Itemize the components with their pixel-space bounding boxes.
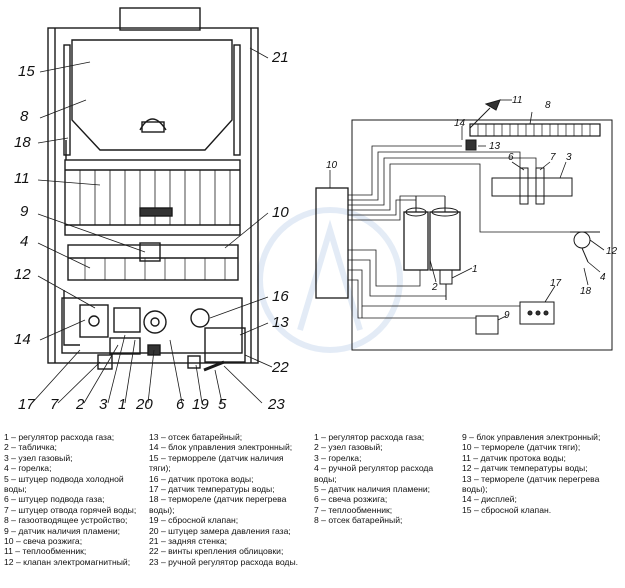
legend-item: 4 – горелка; (4, 463, 52, 474)
callout-r4: 4 (600, 272, 606, 283)
callout-8: 8 (20, 108, 29, 125)
legend-item: 16 – датчик протока воды; (149, 473, 254, 484)
callout-r3: 3 (566, 152, 572, 163)
callout-2: 2 (75, 396, 85, 413)
legend-item: 6 – штуцер подвода газа; (4, 494, 105, 505)
callout-10: 10 (272, 204, 289, 221)
watermark-logo (257, 207, 403, 353)
callout-r18: 18 (580, 286, 592, 297)
callout-19: 19 (192, 396, 209, 413)
callout-r12: 12 (606, 246, 618, 257)
legend-item: 11 – датчик протока воды; (462, 452, 566, 463)
callout-r11: 11 (512, 95, 522, 106)
legend-item: 8 – газоотводящее устройство; (4, 515, 128, 526)
legend-item: 5 – штуцер подвода холодной воды; (4, 473, 124, 495)
callout-4: 4 (20, 233, 28, 250)
legend-item: 11 – теплообменник; (4, 546, 87, 557)
legend-item: 14 – блок управления электронный; (149, 442, 293, 453)
callout-r6: 6 (508, 152, 514, 163)
callout-7: 7 (50, 396, 59, 413)
callout-r8: 8 (545, 100, 551, 111)
legend-left-column-1: 1 – регулятор расхода газа;2 – табличка;… (4, 432, 144, 567)
callout-3: 3 (99, 396, 108, 413)
callout-21: 21 (271, 49, 289, 66)
legend-item: 18 – термореле (датчик перегрева воды); (149, 494, 287, 515)
legend-item: 19 – сбросной клапан; (149, 515, 239, 526)
legend-item: 13 – отсек батарейный; (149, 432, 243, 442)
callout-14: 14 (14, 331, 31, 348)
legend-item: 6 – свеча розжига; (314, 494, 388, 505)
callout-r13: 13 (489, 141, 501, 152)
callout-1: 1 (118, 396, 126, 413)
callout-r7: 7 (550, 152, 556, 163)
legend-item: 1 – регулятор расхода газа; (314, 432, 425, 442)
callout-r14: 14 (454, 118, 466, 129)
legend-item: 22 – винты крепления облицовки; (149, 546, 284, 557)
right-callouts: 11 8 14 13 6 7 3 10 2 1 12 4 18 17 9 (326, 95, 618, 321)
legend-item: 23 – ручной регулятор расхода воды. (149, 556, 299, 567)
callout-15: 15 (18, 63, 35, 80)
wiring-schematic (315, 99, 613, 351)
legend-item: 3 – узел газовый; (4, 452, 73, 463)
legend-item: 9 – блок управления электронный; (462, 432, 601, 442)
callout-17: 17 (18, 396, 35, 413)
legend-right-column-1: 1 – регулятор расхода газа;2 – узел газо… (314, 432, 454, 526)
legend-item: 12 – датчик температуры воды; (462, 463, 588, 474)
callout-16: 16 (272, 288, 289, 305)
legend-item: 3 – горелка; (314, 452, 362, 463)
callout-r1: 1 (472, 264, 478, 275)
legend-item: 8 – отсек батарейный; (314, 515, 403, 526)
callout-12: 12 (14, 266, 31, 283)
legend-item: 1 – регулятор расхода газа; (4, 432, 115, 442)
legend-right-column-2: 9 – блок управления электронный;10 – тер… (462, 432, 620, 515)
legend-item: 7 – теплообменник; (314, 504, 393, 515)
legend-item: 15 – терморреле (датчик наличия тяги); (149, 452, 284, 474)
legend-item: 9 – датчик наличия пламени; (4, 525, 121, 536)
left-leader-lines (31, 47, 273, 404)
left-callouts: 15 8 18 11 9 4 12 14 17 7 2 3 1 20 6 19 … (14, 49, 289, 413)
heater-front-view (47, 7, 259, 372)
callout-6: 6 (176, 396, 185, 413)
callout-23: 23 (267, 396, 285, 413)
legend-item: 14 – дисплей; (462, 494, 517, 505)
technical-drawing: 15 8 18 11 9 4 12 14 17 7 2 3 1 20 6 19 … (14, 7, 618, 413)
legend-item: 21 – задняя стенка; (149, 536, 228, 547)
right-leader-lines (329, 99, 605, 321)
callout-18: 18 (14, 134, 31, 151)
callout-22: 22 (271, 359, 289, 376)
callout-5: 5 (218, 396, 227, 413)
legend-item: 7 – штуцер отвода горячей воды; (4, 504, 137, 515)
callout-20: 20 (135, 396, 153, 413)
callout-r9: 9 (504, 310, 510, 321)
legend-item: 5 – датчик наличия пламени; (314, 484, 431, 495)
legend-left-column-2: 13 – отсек батарейный;14 – блок управлен… (149, 432, 307, 567)
callout-13: 13 (272, 314, 289, 331)
legend-item: 4 – ручной регулятор расхода воды; (314, 463, 434, 484)
legend-item: 20 – штуцер замера давления газа; (149, 525, 291, 536)
legend-item: 2 – табличка; (4, 442, 57, 453)
legend-item: 10 – свеча розжига; (4, 536, 83, 547)
callout-r10: 10 (326, 160, 338, 171)
callout-11: 11 (14, 170, 30, 187)
legend-item: 2 – узел газовый; (314, 442, 383, 453)
callout-9: 9 (20, 203, 29, 220)
legend-item: 10 – термореле (датчик тяги); (462, 442, 581, 453)
callout-r17: 17 (550, 278, 562, 289)
legend-item: 15 – сбросной клапан. (462, 504, 552, 515)
legend-item: 12 – клапан электромагнитный; (4, 556, 131, 567)
legend-item: 13 – термореле (датчик перегрева воды); (462, 473, 600, 495)
legend-item: 17 – датчик температуры воды; (149, 484, 275, 495)
callout-r2: 2 (431, 282, 438, 293)
